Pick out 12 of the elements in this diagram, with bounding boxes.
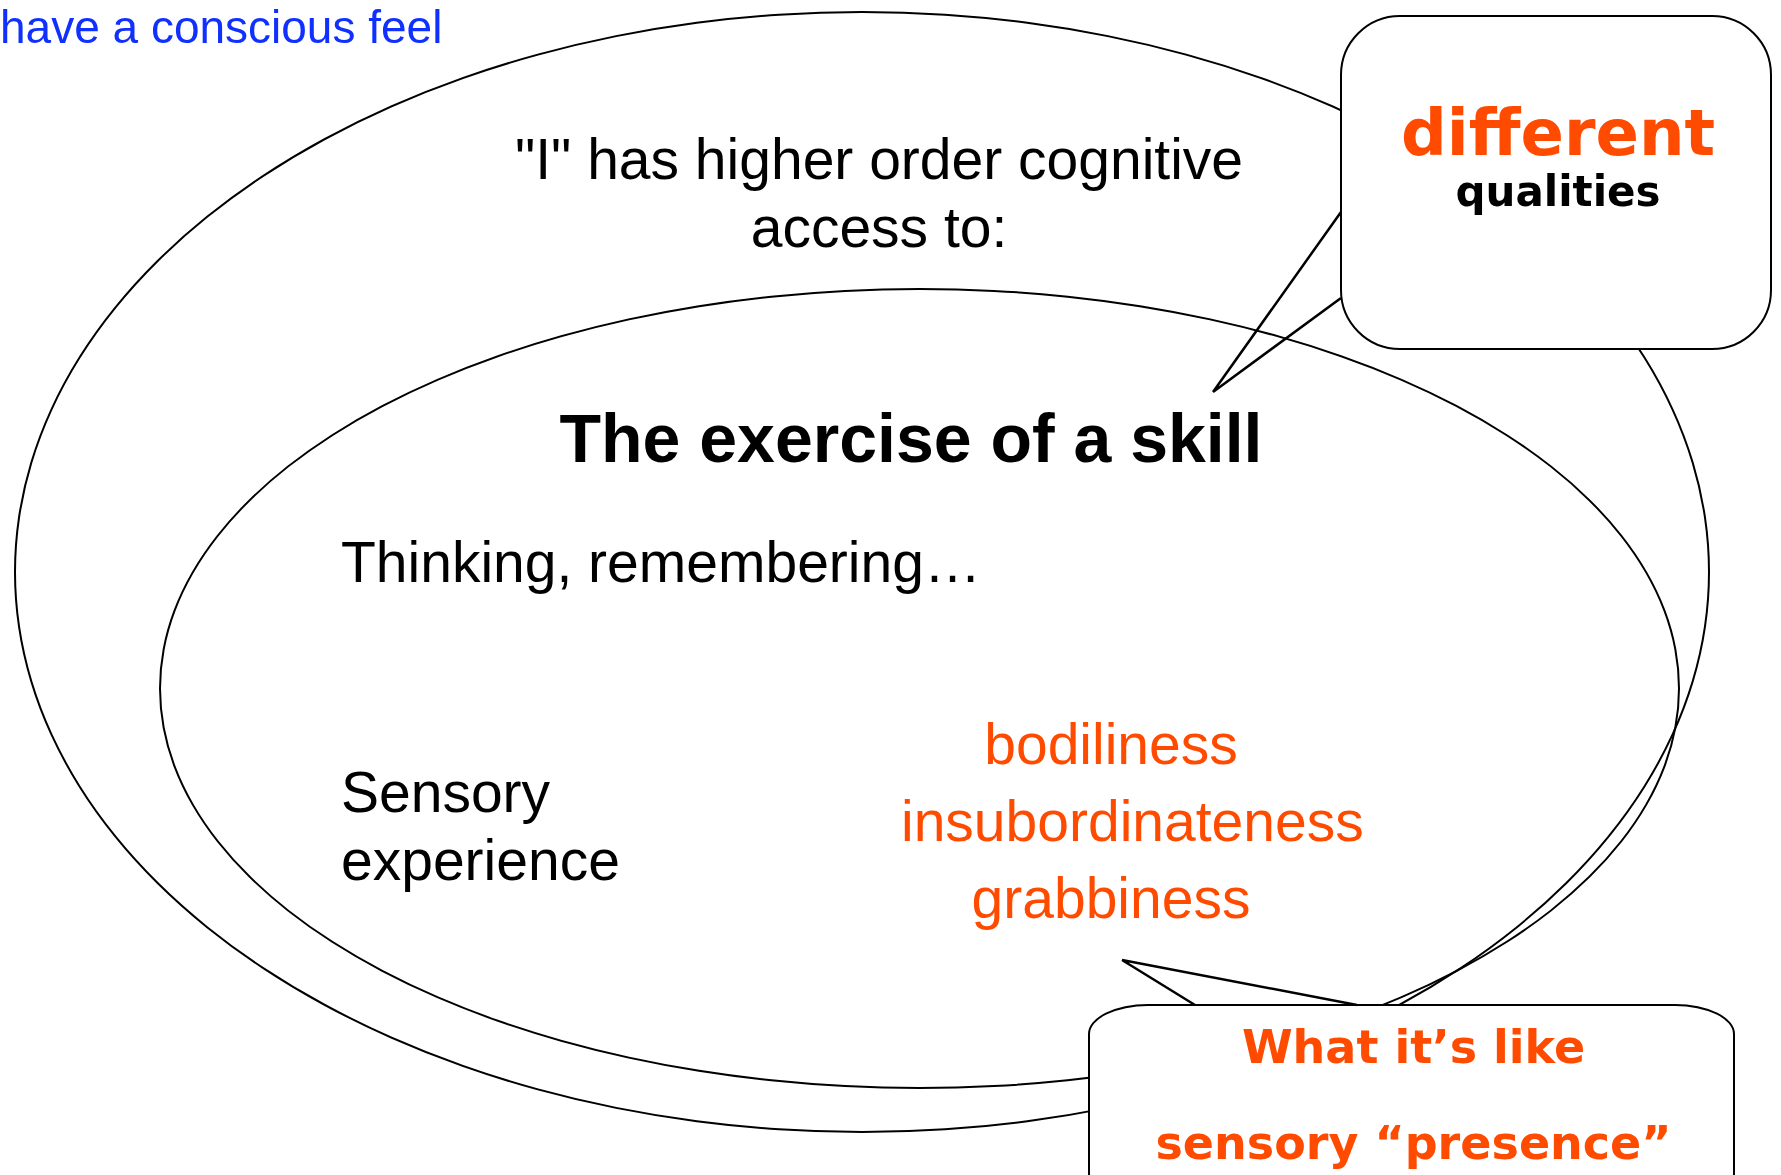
speech-bubble-tail bbox=[1211, 210, 1343, 394]
heading-text: What it’s like bbox=[1240, 1020, 1587, 1076]
slide-title: have a conscious feel bbox=[0, 0, 443, 55]
quality-list: bodiliness insubordinateness grabbiness bbox=[761, 706, 1461, 937]
body-text: Sensory experience bbox=[341, 759, 621, 895]
title-text: The exercise of a skill bbox=[558, 399, 1264, 478]
speech-bubble-tail bbox=[1120, 958, 1359, 1007]
speech-bubble bbox=[1088, 1004, 1735, 1175]
heading-text: sensory “presence” bbox=[1154, 1116, 1673, 1172]
body-text: Thinking, remembering… bbox=[341, 529, 982, 596]
heading-text: "I" has higher order cognitive access to: bbox=[514, 126, 1244, 262]
speech-bubble bbox=[1340, 15, 1772, 350]
